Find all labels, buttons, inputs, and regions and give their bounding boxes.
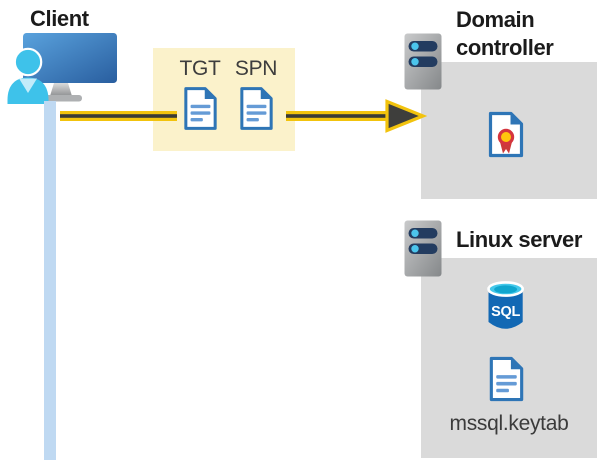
monitor-icon [23,33,117,83]
sql-label: SQL [491,304,520,320]
client-connection-line [44,101,56,460]
keytab-document-icon [488,356,525,402]
monitor-stand [50,83,72,96]
spn-document-icon [239,86,274,131]
linux-server-icon [404,220,442,277]
certificate-icon [488,111,524,158]
spn-ticket: SPN [233,57,279,136]
client-label: Client [30,6,89,31]
domain-controller-label-line1: Domain [456,7,535,32]
spn-label: SPN [234,57,278,80]
user-head [13,47,43,77]
client-monitor-user-icon [7,33,117,104]
certificate-seal [497,128,515,146]
keytab-label: mssql.keytab [449,412,569,435]
tgt-document-icon [183,86,218,131]
domain-controller-server-icon [404,33,442,90]
monitor-base [43,95,82,102]
linux-server-label: Linux server [456,227,583,252]
arrow-head [385,99,428,133]
sql-database-icon: SQL [487,281,524,329]
user-collar [19,78,37,93]
tgt-ticket: TGT [177,57,223,136]
domain-controller-label: Domain controller [456,6,554,62]
tgt-label: TGT [179,57,221,80]
domain-controller-label-line2: controller [456,35,554,60]
ticket-highlight-box: TGT SPN [153,48,295,151]
